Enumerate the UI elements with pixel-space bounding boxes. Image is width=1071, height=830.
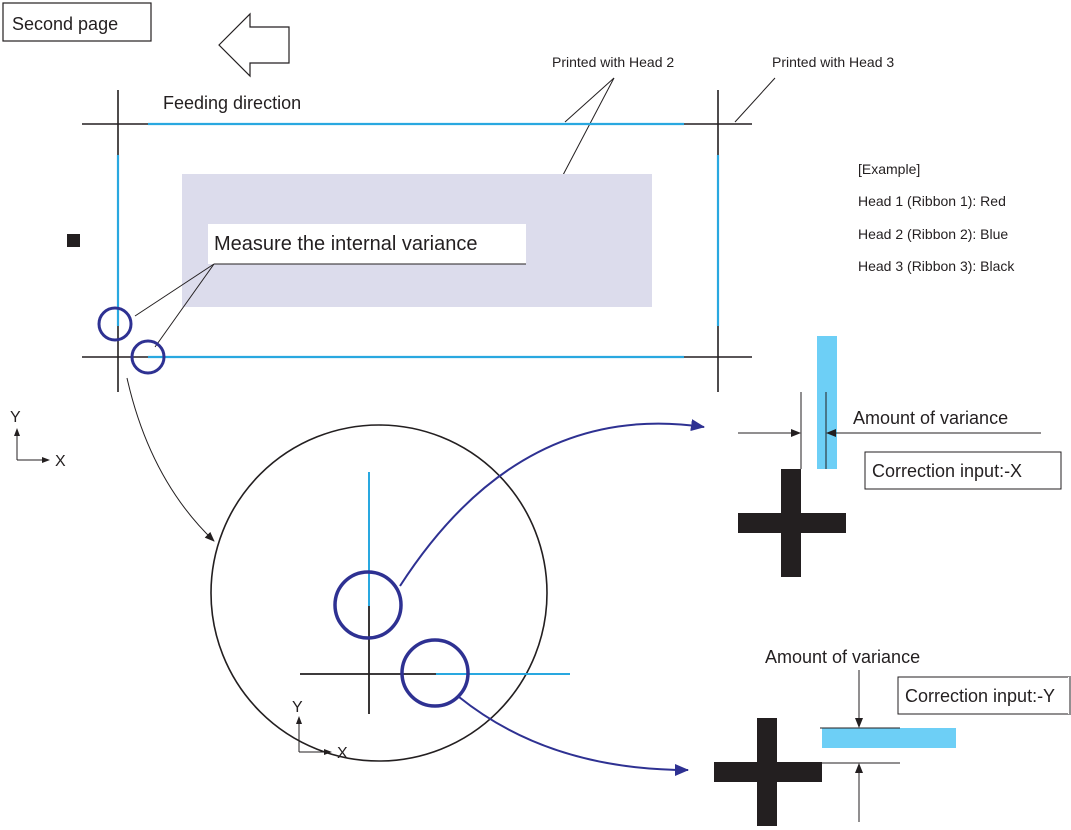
- detail-y-view: Amount of variance Correction input:-Y: [714, 647, 1071, 826]
- feeding-direction-label: Feeding direction: [163, 93, 301, 113]
- example-legend: [Example] Head 1 (Ribbon 1): Red Head 2 …: [858, 161, 1015, 274]
- measure-label: Measure the internal variance: [214, 233, 477, 255]
- second-page-tag: Second page: [2, 2, 152, 42]
- axis-indicator-inner: Y X: [292, 699, 348, 762]
- magnified-cross: [300, 472, 570, 714]
- correction-y-label: Correction input:-Y: [905, 686, 1055, 706]
- example-item-head2: Head 2 (Ribbon 2): Blue: [858, 226, 1008, 242]
- axis-x-label-inner: X: [337, 745, 348, 762]
- feeding-direction-arrow-icon: [218, 12, 290, 78]
- example-item-head3: Head 3 (Ribbon 3): Black: [858, 258, 1015, 274]
- amount-variance-y-label: Amount of variance: [765, 647, 920, 667]
- magnified-circle-right: [400, 638, 470, 708]
- example-title: [Example]: [858, 161, 920, 177]
- amount-variance-x-label: Amount of variance: [853, 408, 1008, 428]
- printed-head2-label: Printed with Head 2: [552, 54, 674, 70]
- sensor-mark: [67, 234, 80, 247]
- second-page-label: Second page: [12, 14, 118, 34]
- magnified-circle-top: [333, 570, 403, 640]
- magnified-view: [210, 424, 548, 762]
- measure-circle-left: [97, 306, 133, 342]
- head2-frame-lines: [116, 122, 720, 359]
- axis-indicator-left: Y X: [10, 409, 66, 470]
- printed-head3-label: Printed with Head 3: [772, 54, 894, 70]
- measure-circle-bottom: [130, 339, 166, 375]
- detail-x-view: Amount of variance Correction input:-X: [738, 336, 1062, 577]
- head-label-leaders: [562, 77, 776, 176]
- axis-y-label-inner: Y: [292, 699, 303, 716]
- magnify-arrow: [126, 377, 215, 542]
- measure-callout: Measure the internal variance: [134, 224, 526, 348]
- correction-x-label: Correction input:-X: [872, 461, 1022, 481]
- axis-y-label-left: Y: [10, 409, 21, 426]
- registration-crosses: [82, 90, 752, 392]
- example-item-head1: Head 1 (Ribbon 1): Red: [858, 193, 1006, 209]
- detail-arrow-x: [399, 419, 705, 587]
- detail-arrow-y: [458, 696, 689, 776]
- axis-x-label-left: X: [55, 453, 66, 470]
